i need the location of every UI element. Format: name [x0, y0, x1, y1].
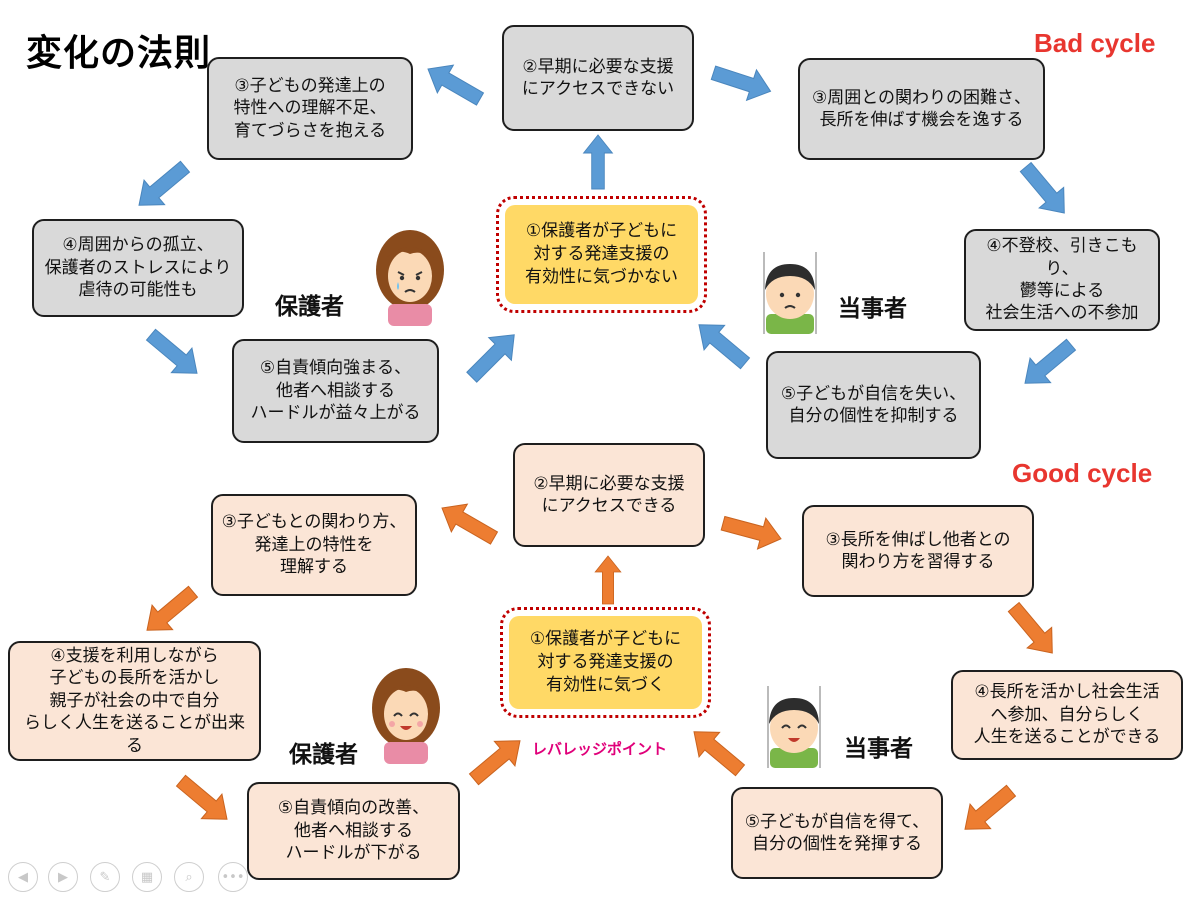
good-cycle-label: Good cycle: [1012, 458, 1153, 488]
leverage-point-label: レバレッジポイント: [532, 740, 668, 758]
page-title: 変化の法則: [26, 33, 212, 74]
good-step2-box: ②早期に必要な支援 にアクセスできる: [513, 443, 705, 547]
good-step4-child-box: ④長所を活かし社会生活 へ参加、自分らしく 人生を送ることができる: [951, 670, 1183, 760]
happy-child-icon: [767, 686, 821, 768]
bad-center-box: ①保護者が子どもに 対する発達支援の 有効性に気づかない: [505, 205, 698, 304]
pen-icon[interactable]: ✎: [90, 862, 120, 892]
good-arrow-4parent-to-5parent: [170, 767, 238, 833]
bad-arrow-4parent-to-5parent: [140, 321, 208, 387]
good-step3-parent-box: ③子どもとの関わり方、 発達上の特性を 理解する: [211, 494, 417, 596]
good-arrow-3child-to-4child: [1000, 596, 1066, 664]
bad-step4-child-box: ④不登校、引きこもり、 鬱等による 社会生活への不参加: [964, 229, 1160, 331]
bad-arrow-5child-to-1: [688, 311, 756, 377]
good-arrow-1-to-2: [594, 555, 622, 605]
bad-step5-child-box: ⑤子どもが自信を失い、 自分の個性を抑制する: [766, 351, 981, 459]
bad-arrow-3parent-to-4parent: [128, 153, 196, 219]
bad-arrow-1-to-2: [583, 134, 613, 190]
bad-arrow-3child-to-4child: [1012, 156, 1078, 224]
happy-parent-icon: [372, 668, 440, 764]
good-step5-parent-box: ⑤自責傾向の改善、 他者へ相談する ハードルが下がる: [247, 782, 460, 880]
more-icon[interactable]: •••: [218, 862, 248, 892]
bad-arrow-2-to-3child: [708, 57, 776, 107]
bad-parent-label: 保護者: [275, 294, 344, 320]
zoom-icon[interactable]: ⌕: [174, 862, 204, 892]
good-center-box: ①保護者が子どもに 対する発達支援の 有効性に気づく: [509, 616, 702, 709]
good-arrow-2-to-3child: [718, 507, 786, 555]
slides-icon[interactable]: ▦: [132, 862, 162, 892]
bad-step5-parent-box: ⑤自責傾向強まる、 他者へ相談する ハードルが益々上がる: [232, 339, 439, 443]
good-child-label: 当事者: [844, 736, 913, 762]
bad-step3-parent-box: ③子どもの発達上の 特性への理解不足、 育てづらさを抱える: [207, 57, 413, 160]
bad-cycle-label: Bad cycle: [1034, 28, 1156, 58]
bad-child-label: 当事者: [838, 296, 907, 322]
bad-arrow-2-to-3parent: [419, 54, 489, 114]
sad-child-icon: [763, 252, 817, 334]
good-step5-child-box: ⑤子どもが自信を得て、 自分の個性を発揮する: [731, 787, 943, 879]
worried-parent-icon: [376, 230, 444, 326]
good-step3-child-box: ③長所を伸ばし他者との 関わり方を習得する: [802, 505, 1034, 597]
good-arrow-5child-to-1: [683, 718, 751, 784]
bad-step4-parent-box: ④周囲からの孤立、 保護者のストレスにより 虐待の可能性も: [32, 219, 244, 317]
good-arrow-4child-to-5child: [954, 777, 1022, 843]
good-parent-label: 保護者: [289, 742, 358, 768]
bad-arrow-5parent-to-1: [459, 322, 527, 390]
previous-icon[interactable]: ◀: [8, 862, 38, 892]
good-step4-parent-box: ④支援を利用しながら 子どもの長所を活かし 親子が社会の中で自分 らしく人生を送…: [8, 641, 261, 761]
good-arrow-5parent-to-1: [463, 727, 531, 793]
bad-step3-child-box: ③周囲との関わりの困難さ、 長所を伸ばす機会を逸する: [798, 58, 1045, 160]
bad-arrow-4child-to-5child: [1014, 331, 1082, 397]
bad-step2-box: ②早期に必要な支援 にアクセスできない: [502, 25, 694, 131]
good-arrow-2-to-3parent: [433, 493, 503, 553]
good-arrow-3parent-to-4parent: [136, 578, 204, 644]
next-icon[interactable]: ▶: [48, 862, 78, 892]
